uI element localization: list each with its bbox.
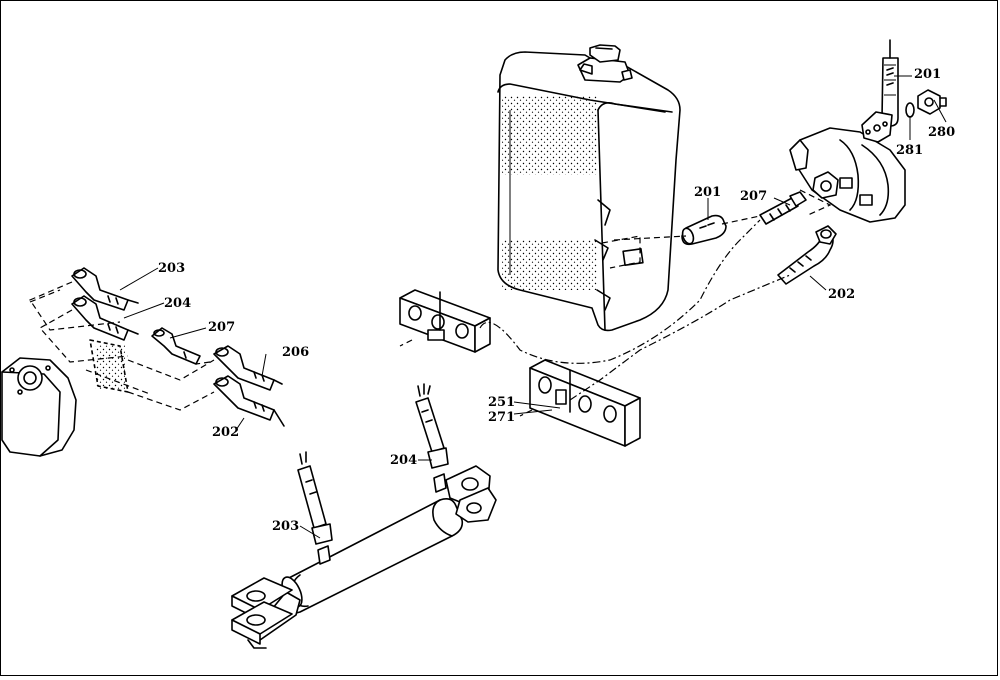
gear-pump-right bbox=[789, 127, 906, 223]
clamp-block-lower bbox=[529, 359, 641, 447]
seal-ring-281 bbox=[905, 102, 915, 118]
gear-pump-left bbox=[1, 357, 77, 457]
label-207-right: 207 bbox=[740, 189, 767, 204]
label-204-cylinder: 204 bbox=[390, 453, 417, 468]
leader-lines bbox=[119, 75, 947, 539]
label-203-cylinder: 203 bbox=[272, 519, 299, 534]
hose-206 bbox=[213, 345, 283, 391]
hose-202-left bbox=[213, 375, 285, 427]
hose-201-mid bbox=[681, 214, 727, 246]
label-206: 206 bbox=[282, 345, 309, 360]
fitting-207-left bbox=[151, 327, 201, 365]
hose-203-cylinder bbox=[297, 451, 333, 545]
label-251: 251 bbox=[488, 395, 515, 410]
hose-203-left bbox=[71, 267, 139, 311]
hydraulic-tank bbox=[497, 44, 681, 332]
bracket-plate bbox=[89, 339, 129, 393]
hose-202-right bbox=[777, 225, 837, 285]
hose-204-left bbox=[71, 295, 139, 341]
hydraulic-cylinder bbox=[231, 465, 497, 649]
connection-lines bbox=[29, 215, 791, 417]
label-204-left: 204 bbox=[164, 296, 191, 311]
clamp-block-upper bbox=[399, 289, 491, 353]
label-202-right: 202 bbox=[828, 287, 855, 302]
label-201-mid: 201 bbox=[694, 185, 721, 200]
label-280: 280 bbox=[928, 125, 955, 140]
fitting-280 bbox=[917, 89, 947, 115]
label-281: 281 bbox=[896, 143, 923, 158]
hose-204-cylinder bbox=[415, 383, 449, 469]
hose-201-top bbox=[861, 39, 899, 143]
label-271: 271 bbox=[488, 410, 515, 425]
label-201-top: 201 bbox=[914, 67, 941, 82]
label-203-left: 203 bbox=[158, 261, 185, 276]
label-207-left: 207 bbox=[208, 320, 235, 335]
label-202-left: 202 bbox=[212, 425, 239, 440]
